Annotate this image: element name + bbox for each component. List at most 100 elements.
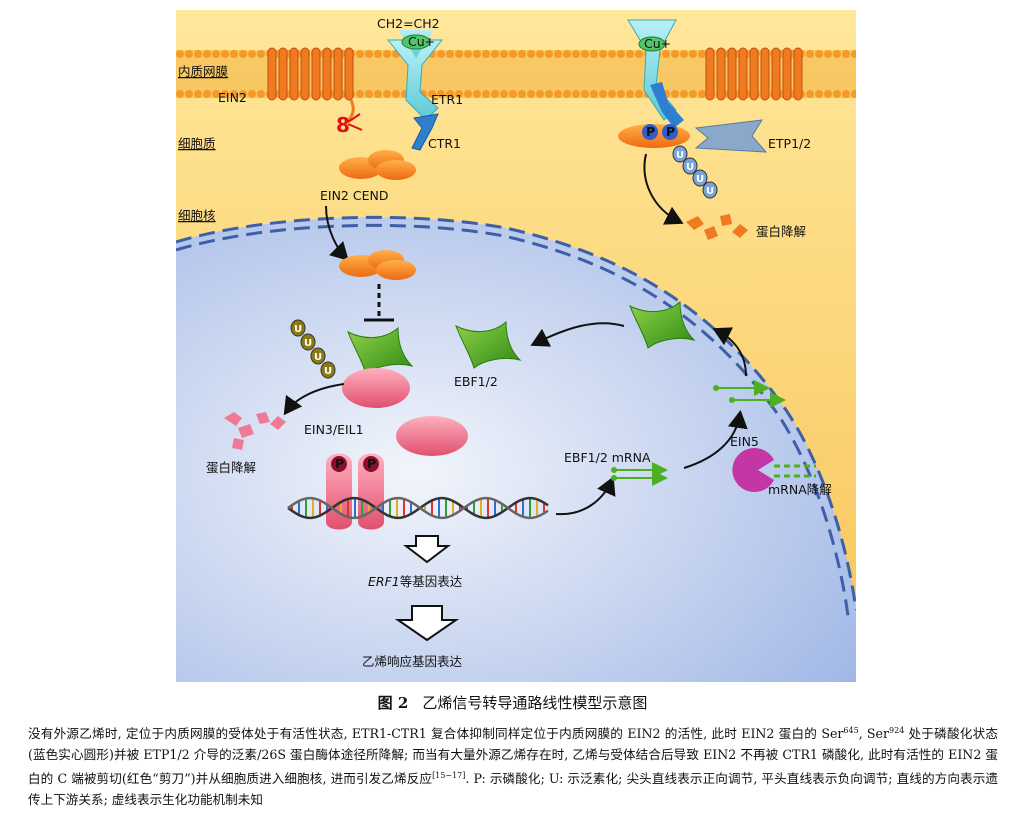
lipid-head: [527, 90, 535, 98]
lipid-head: [815, 50, 823, 58]
lipid-head: [698, 50, 706, 58]
etp12-label: ETP1/2: [768, 136, 811, 151]
ubiquitin-label: U: [324, 366, 332, 377]
lipid-head: [500, 50, 508, 58]
arrow-ein3-degradation: [283, 383, 345, 416]
lipid-head: [239, 90, 247, 98]
lipid-head: [635, 50, 643, 58]
etr1-receptor-right: [627, 19, 684, 128]
ubiquitin-bead: [672, 145, 688, 163]
arrow-to-response: [394, 605, 460, 642]
lipid-head: [626, 50, 634, 58]
ethylene-label: CH2=CH2: [377, 16, 440, 31]
lipid-head: [581, 50, 589, 58]
ebf12-mrna: [611, 462, 668, 486]
lipid-head: [437, 50, 445, 58]
ubiquitin-bead: [290, 319, 306, 337]
cytoplasm-label: 细胞质: [178, 136, 216, 151]
phospho-blue-2: [662, 124, 678, 140]
ctr1-kinase: [411, 113, 439, 151]
inhibition-bar: [364, 284, 394, 322]
lipid-head: [464, 50, 472, 58]
lipid-head: [815, 90, 823, 98]
ein2-helix: [760, 47, 770, 101]
lipid-head: [851, 50, 856, 58]
caption-text-3: 处于磷酸化状态(蓝色实心圆形)并被 ETP1/2 介导的泛素/26S 蛋白酶体途…: [28, 726, 998, 787]
ein2-helix: [716, 47, 726, 101]
ebf12-label: EBF1/2: [454, 374, 498, 389]
lipid-head: [680, 50, 688, 58]
ebf12-bound: [347, 326, 414, 375]
arrow-dna-to-mrna: [555, 476, 616, 516]
ethylene-signaling-diagram: CH2=CH2 Cu+ ETR1 CTR1 8 EIN2 内质网膜 细胞质 细胞…: [176, 10, 856, 682]
lipid-head: [572, 50, 580, 58]
ein2-cend-nuclear: [339, 250, 416, 280]
ubiquitin-label: U: [686, 162, 694, 173]
lipid-head: [374, 50, 382, 58]
ein2-helix: [749, 47, 759, 101]
ein2-helix: [793, 47, 803, 101]
lipid-head: [221, 90, 229, 98]
ein5-exonuclease: [732, 448, 774, 492]
lipid-head: [554, 50, 562, 58]
ubiquitin-label: U: [706, 186, 714, 197]
ein3-free: [396, 416, 468, 456]
lipid-head: [194, 50, 202, 58]
ubiquitin-bead: [300, 333, 316, 351]
caption-sup-1: 645: [843, 726, 859, 735]
ebf12-mrna-label: EBF1/2 mRNA: [564, 450, 651, 465]
ein2-helix: [738, 47, 748, 101]
lipid-head: [590, 50, 598, 58]
lipid-head: [617, 50, 625, 58]
lipid-head: [203, 50, 211, 58]
lipid-head: [590, 90, 598, 98]
protein-degradation-top-label: 蛋白降解: [756, 224, 806, 239]
ein2-cend-label: EIN2 CEND: [320, 188, 388, 203]
lipid-head: [257, 50, 265, 58]
lipid-head: [482, 50, 490, 58]
lipid-head: [851, 90, 856, 98]
lipid-head: [608, 90, 616, 98]
lipid-head: [509, 90, 517, 98]
arrow-translation: [712, 327, 747, 377]
ebf12-mrna-cytoplasm: [713, 380, 786, 408]
lipid-head: [356, 90, 364, 98]
ein2-degraded-fragments: [686, 214, 748, 240]
caption-text-2: , Ser: [858, 726, 890, 742]
lipid-head: [617, 90, 625, 98]
erf1-expression-label: ERF1等基因表达: [368, 574, 463, 589]
lipid-head: [698, 90, 706, 98]
lipid-head: [500, 90, 508, 98]
phospho-p1-label: P: [335, 456, 344, 471]
phospho-blue-1: [642, 124, 658, 140]
lipid-head: [536, 90, 544, 98]
lipid-head: [635, 90, 643, 98]
ubiquitin-bead: [682, 157, 698, 175]
lipid-head: [833, 50, 841, 58]
lipid-head: [842, 50, 850, 58]
protein-degradation-left-label: 蛋白降解: [206, 460, 256, 475]
lipid-head: [383, 50, 391, 58]
lipid-head: [212, 50, 220, 58]
erf1-gene-name: ERF1: [368, 574, 400, 589]
ubiquitin-label: U: [696, 174, 704, 185]
svg-text:8: 8: [336, 113, 350, 137]
lipid-head: [176, 50, 184, 58]
lipid-head: [608, 50, 616, 58]
lipid-head: [626, 90, 634, 98]
cleavage-scissors-icon: 8: [336, 113, 363, 137]
lipid-head: [563, 50, 571, 58]
lipid-head: [446, 50, 454, 58]
lipid-head: [257, 90, 265, 98]
lipid-head: [365, 50, 373, 58]
ubiquitin-label: U: [294, 324, 302, 335]
etp12-protein: [694, 119, 768, 153]
lipid-head: [545, 90, 553, 98]
ein3-bound: [342, 368, 410, 408]
lipid-head: [221, 50, 229, 58]
caption-sup-3: [15~17]: [432, 771, 466, 781]
ein2-transmembrane-right: [705, 47, 803, 101]
